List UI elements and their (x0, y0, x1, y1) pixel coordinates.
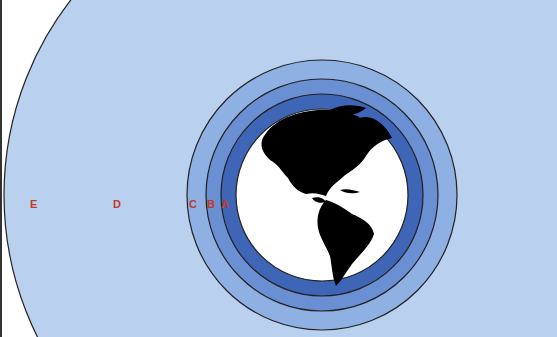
south-america (317, 200, 374, 286)
central-america (312, 197, 326, 203)
north-america (261, 110, 392, 196)
caribbean (340, 189, 360, 193)
ring-b (206, 79, 438, 311)
zone-label: A (221, 199, 229, 210)
zone-label: D (113, 199, 121, 210)
zone-label: E (30, 199, 37, 210)
greenland (330, 105, 366, 116)
earth-disc (236, 109, 408, 281)
zone-label: C (189, 199, 197, 210)
ring-c (187, 60, 457, 330)
ring-a (221, 94, 423, 296)
frame-edge (0, 0, 2, 337)
outer-region (4, 0, 557, 337)
continents (261, 105, 392, 286)
zone-label: B (207, 199, 215, 210)
